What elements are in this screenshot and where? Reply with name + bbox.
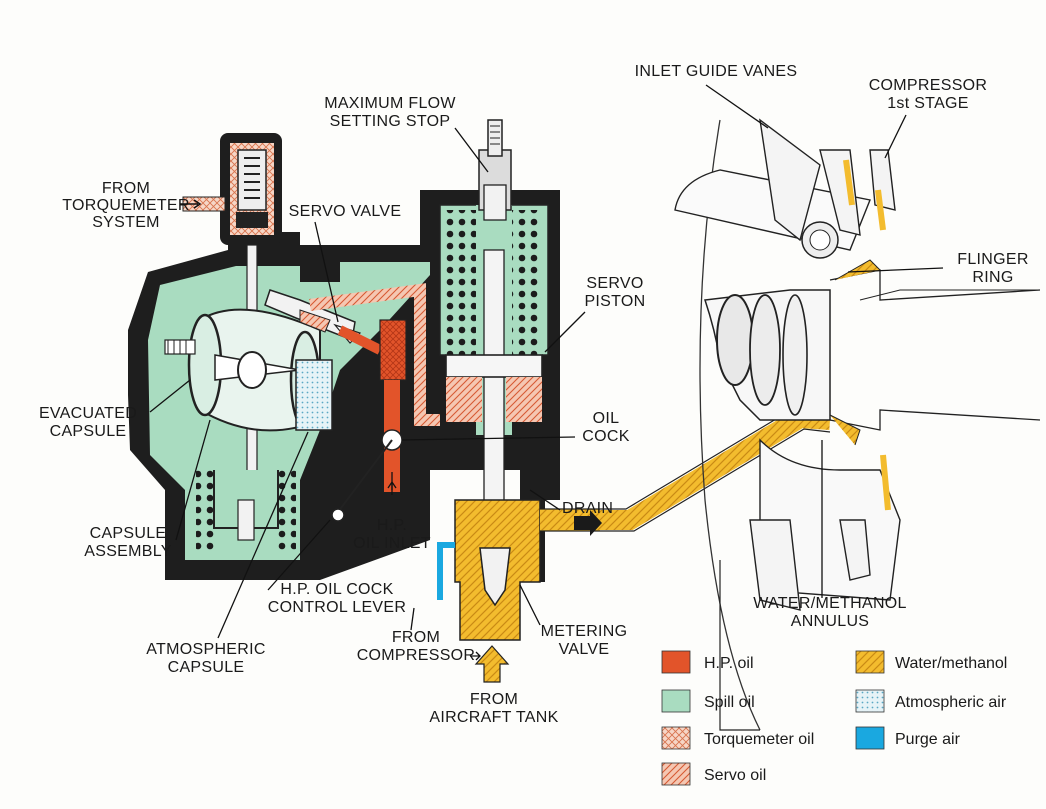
svg-text:ANNULUS: ANNULUS: [791, 613, 870, 630]
svg-text:SYSTEM: SYSTEM: [92, 214, 160, 231]
hp-oil-passage: [337, 319, 407, 492]
svg-text:Spill oil: Spill oil: [704, 694, 755, 711]
maximum-flow-setting-stop: [478, 119, 512, 221]
legend-swatch-servo-oil: [661, 762, 691, 786]
servo-cylinder: [439, 204, 549, 541]
label-inlet-guide-vanes: INLET GUIDE VANES: [635, 63, 798, 80]
svg-text:FROM: FROM: [470, 691, 518, 708]
svg-text:ATMOSPHERIC: ATMOSPHERIC: [146, 641, 265, 658]
inlet-guide-vane: [759, 118, 821, 242]
legend-item-spill-oil: Spill oil: [661, 689, 755, 713]
svg-text:1st STAGE: 1st STAGE: [887, 95, 969, 112]
svg-text:COMPRESSOR: COMPRESSOR: [357, 647, 476, 664]
purge-air-line: [437, 542, 455, 600]
svg-text:INLET GUIDE VANES: INLET GUIDE VANES: [635, 63, 798, 80]
svg-text:CAPSULE: CAPSULE: [168, 659, 245, 676]
svg-text:RING: RING: [972, 269, 1013, 286]
svg-text:Atmospheric air: Atmospheric air: [895, 694, 1007, 711]
svg-text:Water/methanol: Water/methanol: [895, 655, 1007, 672]
leader-lines: [149, 84, 944, 639]
svg-text:CAPSULE: CAPSULE: [90, 525, 167, 542]
label-from-compressor: FROM COMPRESSOR: [357, 629, 476, 664]
compressor-section: [674, 118, 1041, 731]
svg-text:CAPSULE: CAPSULE: [50, 423, 127, 440]
svg-text:MAXIMUM FLOW: MAXIMUM FLOW: [324, 95, 456, 112]
svg-text:METERING: METERING: [541, 623, 628, 640]
svg-text:EVACUATED: EVACUATED: [39, 405, 137, 422]
legend-swatch-torquemeter-oil: [661, 726, 691, 750]
label-maximum-flow-setting-stop: MAXIMUM FLOW SETTING STOP: [324, 95, 456, 130]
label-servo-piston: SERVO PISTON: [584, 275, 645, 310]
svg-text:OIL INLET: OIL INLET: [353, 535, 431, 552]
label-flinger-ring: FLINGER RING: [957, 251, 1028, 286]
label-from-torquemeter-system: FROM TORQUEMETER SYSTEM: [62, 180, 189, 231]
svg-text:ASSEMBLY: ASSEMBLY: [84, 543, 171, 560]
legend-item-water-methanol: Water/methanol: [855, 650, 1007, 674]
aircraft-tank-inflow-arrow-icon: [474, 645, 510, 683]
label-water-methanol-annulus: WATER/METHANOL ANNULUS: [753, 595, 907, 630]
evacuated-capsule: [164, 308, 321, 432]
legend: H.P. oil Spill oil Torquemeter oil Servo…: [661, 650, 1007, 786]
label-oil-cock: OIL COCK: [582, 410, 629, 445]
label-servo-valve: SERVO VALVE: [289, 203, 402, 220]
label-capsule-assembly: CAPSULE ASSEMBLY: [84, 525, 171, 560]
torquemeter-head: [182, 133, 282, 536]
legend-item-purge-air: Purge air: [855, 726, 961, 750]
legend-item-servo-oil: Servo oil: [661, 762, 766, 786]
label-hp-oil-inlet: H.P. OIL INLET: [353, 517, 431, 552]
legend-swatch-purge-air: [855, 726, 885, 750]
svg-text:FROM: FROM: [392, 629, 440, 646]
svg-text:CONTROL LEVER: CONTROL LEVER: [268, 599, 406, 616]
svg-text:FROM: FROM: [102, 180, 150, 197]
svg-text:TORQUEMETER: TORQUEMETER: [62, 197, 189, 214]
hp-oil-inflow-arrow-icon: [387, 480, 397, 495]
servo-piston: [445, 354, 543, 378]
legend-item-atmospheric-air: Atmospheric air: [855, 689, 1007, 713]
atmospheric-capsule: [295, 359, 333, 431]
svg-text:SERVO VALVE: SERVO VALVE: [289, 203, 402, 220]
label-evacuated-capsule: EVACUATED CAPSULE: [39, 405, 137, 440]
hp-oil-cock-control-lever[interactable]: [331, 439, 393, 522]
svg-text:H.P. OIL COCK: H.P. OIL COCK: [280, 581, 393, 598]
svg-text:SETTING STOP: SETTING STOP: [330, 113, 451, 130]
svg-text:H.P.: H.P.: [377, 517, 407, 534]
label-hp-oil-cock-control-lever: H.P. OIL COCK CONTROL LEVER: [268, 581, 406, 616]
label-atmospheric-capsule: ATMOSPHERIC CAPSULE: [146, 641, 265, 676]
svg-text:Torquemeter oil: Torquemeter oil: [704, 731, 814, 748]
svg-text:Servo oil: Servo oil: [704, 767, 766, 784]
svg-text:COCK: COCK: [582, 428, 629, 445]
svg-text:OIL: OIL: [593, 410, 620, 427]
drain-arrow-icon: [574, 510, 602, 536]
legend-swatch-atmospheric-air: [855, 689, 885, 713]
legend-item-hp-oil: H.P. oil: [661, 650, 754, 674]
legend-swatch-hp-oil: [661, 650, 691, 674]
legend-swatch-water-methanol: [855, 650, 885, 674]
svg-text:Purge air: Purge air: [895, 731, 961, 748]
svg-text:COMPRESSOR: COMPRESSOR: [869, 77, 988, 94]
svg-text:H.P. oil: H.P. oil: [704, 655, 754, 672]
torquemeter-inflow-arrow-icon: [180, 199, 202, 209]
svg-text:FLINGER: FLINGER: [957, 251, 1028, 268]
svg-text:AIRCRAFT TANK: AIRCRAFT TANK: [429, 709, 558, 726]
compressor-air-arrow-icon: [470, 651, 481, 661]
servo-oil-passage: [309, 283, 440, 426]
svg-text:SERVO: SERVO: [586, 275, 643, 292]
legend-item-torquemeter-oil: Torquemeter oil: [661, 726, 814, 750]
svg-text:PISTON: PISTON: [584, 293, 645, 310]
svg-text:VALVE: VALVE: [559, 641, 610, 658]
svg-text:DRAIN: DRAIN: [562, 500, 613, 517]
capsule-assembly-spring: [196, 470, 296, 550]
label-compressor-1st-stage: COMPRESSOR 1st STAGE: [869, 77, 988, 112]
label-from-aircraft-tank: FROM AIRCRAFT TANK: [429, 691, 558, 726]
legend-swatch-spill-oil: [661, 689, 691, 713]
svg-text:WATER/METHANOL: WATER/METHANOL: [753, 595, 907, 612]
label-drain: DRAIN: [562, 500, 613, 517]
label-metering-valve: METERING VALVE: [541, 623, 628, 658]
